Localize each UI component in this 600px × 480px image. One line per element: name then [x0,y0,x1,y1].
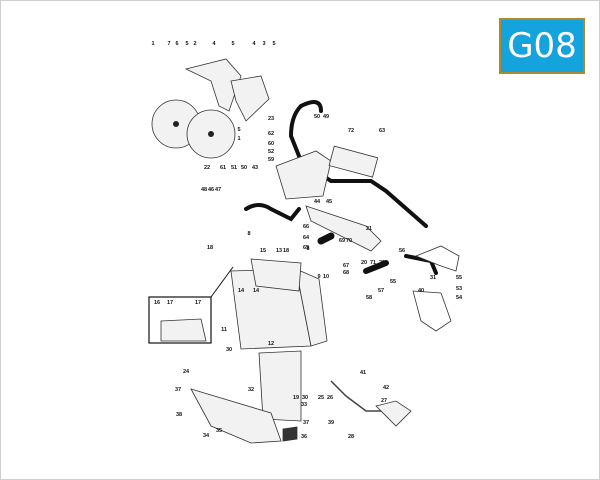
callout-51: 51 [231,165,237,171]
callout-54: 54 [456,295,463,301]
callout-41: 41 [360,370,366,376]
callout-5: 5 [272,41,275,47]
callout-11: 11 [221,327,227,333]
callout-47: 47 [215,187,221,193]
callout-4: 4 [252,41,256,47]
callout-32: 32 [248,387,254,393]
callout-49: 49 [323,114,329,120]
callout-38: 38 [176,412,182,418]
callout-5: 5 [237,127,240,133]
callout-30: 30 [226,347,232,353]
callout-65: 65 [303,245,309,251]
callout-24: 24 [183,369,190,375]
callout-7: 7 [167,41,170,47]
expansion-tank [275,145,379,200]
callout-20: 20 [361,260,367,266]
callout-66: 66 [303,224,309,230]
hoses [244,100,438,275]
callout-14: 14 [238,288,245,294]
callout-55: 55 [390,279,396,285]
callout-13: 13 [276,248,282,254]
callout-1: 1 [151,41,154,47]
callout-18: 18 [207,245,213,251]
section-badge: G08 [499,18,585,74]
callout-16: 16 [154,300,160,306]
callout-5: 5 [231,41,234,47]
callout-68: 68 [343,270,349,276]
callout-39: 39 [328,420,334,426]
callout-53: 53 [456,286,462,292]
callout-35: 35 [216,428,222,434]
radiator [230,205,382,350]
callout-28: 28 [348,434,354,440]
callout-14: 14 [253,288,260,294]
callout-42: 42 [383,385,389,391]
coolant-pump-pipe [412,245,460,332]
callout-46: 46 [208,187,214,193]
callout-15: 15 [260,248,266,254]
callout-3: 3 [262,41,265,47]
callout-17: 17 [167,300,173,306]
callout-37: 37 [303,420,309,426]
callout-6: 6 [175,41,178,47]
callout-23: 23 [268,116,274,122]
callout-60: 60 [268,141,274,147]
callout-2: 2 [193,41,196,47]
callout-69: 69 [339,238,345,244]
callout-12: 12 [268,341,274,347]
callout-1: 1 [237,136,240,142]
callout-21: 21 [366,226,372,232]
callout-30: 30 [302,395,308,401]
oil-cooler-assembly [190,350,412,444]
callout-37: 37 [175,387,181,393]
callout-22: 22 [204,165,210,171]
callout-50: 50 [314,114,320,120]
callout-34: 34 [203,433,210,439]
callout-71: 71 [370,260,376,266]
callout-36: 36 [301,434,307,440]
callout-10: 10 [323,274,329,280]
callout-18: 18 [283,248,289,254]
callout-62: 62 [268,131,274,137]
inset-detail [148,266,234,344]
callout-52: 52 [268,149,274,155]
callout-29: 29 [379,260,385,266]
callout-17: 17 [195,300,201,306]
callout-56: 56 [399,248,405,254]
callout-63: 63 [379,128,385,134]
callout-50: 50 [241,165,247,171]
callout-27: 27 [381,398,387,404]
callout-55: 55 [456,275,462,281]
callout-19: 19 [293,395,299,401]
callout-40: 40 [418,288,424,294]
callout-44: 44 [314,199,321,205]
callout-72: 72 [348,128,354,134]
callout-57: 57 [378,288,384,294]
callout-8: 8 [306,246,309,252]
callout-43: 43 [252,165,258,171]
callout-33: 33 [301,402,307,408]
callout-5: 5 [185,41,188,47]
callout-4: 4 [212,41,216,47]
callout-59: 59 [268,157,274,163]
callout-9: 9 [317,274,320,280]
callout-26: 26 [327,395,333,401]
callout-45: 45 [326,199,332,205]
callout-67: 67 [343,263,349,269]
callout-25: 25 [318,395,324,401]
callout-70: 70 [346,238,352,244]
callout-58: 58 [366,295,372,301]
callout-8: 8 [247,231,250,237]
callout-48: 48 [201,187,207,193]
callout-61: 61 [220,165,226,171]
callout-64: 64 [303,235,310,241]
callout-31: 31 [430,275,436,281]
fan-assembly [151,58,270,159]
